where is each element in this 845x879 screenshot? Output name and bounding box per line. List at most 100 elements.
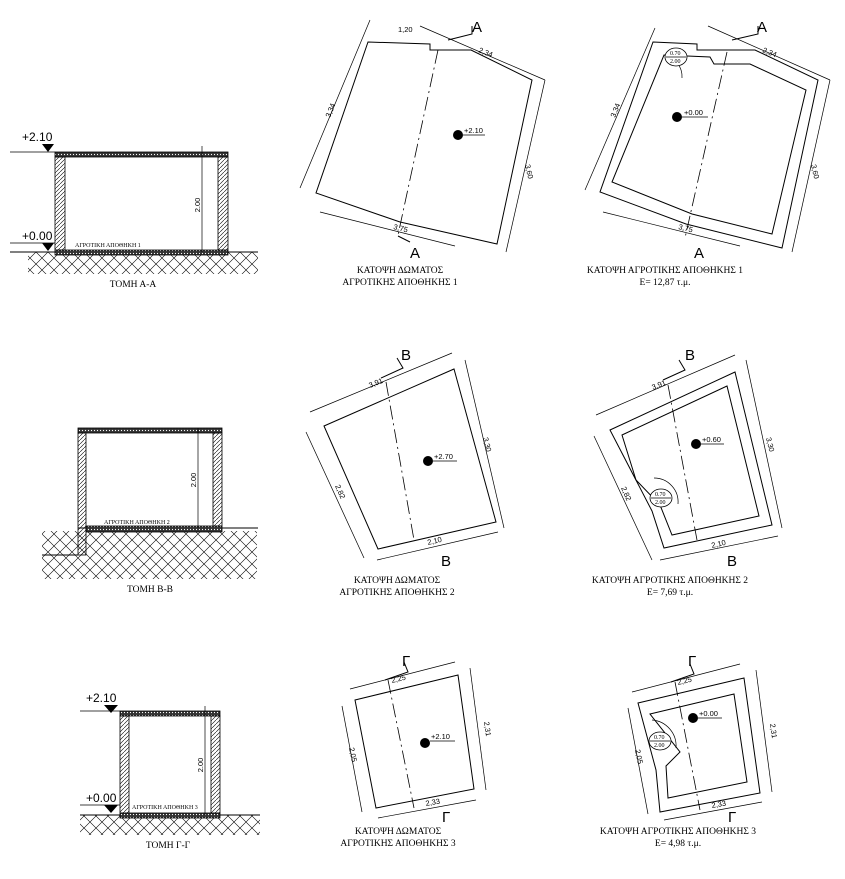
dimension-label: 3,60 xyxy=(523,163,535,179)
area-label: Ε= 4,98 τ.μ. xyxy=(655,839,701,849)
section-cut-line xyxy=(667,384,698,541)
roof-plan-3: Γ Γ 2,25 2,31 2,05 2,33 +2.10 ΚΑΤΟΨΗ ΔΩΜ… xyxy=(340,653,493,849)
floor-plan-3: Γ Γ 2,25 2,31 2,05 2,33 0.70 2.00 +0.00 … xyxy=(600,653,779,849)
dimension-label: 2,33 xyxy=(425,797,441,808)
level-label: +0.00 xyxy=(699,709,718,718)
door-swing xyxy=(653,477,679,505)
dimension-line xyxy=(791,79,831,253)
section-letter-top: Α xyxy=(757,19,767,36)
section-cut-line xyxy=(684,51,728,239)
section-cut-line xyxy=(387,679,415,809)
dimension-line xyxy=(659,535,779,561)
level-marker-icon xyxy=(423,456,433,466)
dimension-line xyxy=(469,667,487,791)
dimension-label: 2,05 xyxy=(633,749,645,765)
section-letter-bottom: Γ xyxy=(442,809,450,826)
dimension-label: 3,75 xyxy=(393,222,409,234)
dimension-label: 2,25 xyxy=(676,675,692,687)
door-height: 2.00 xyxy=(655,500,666,506)
dimension-line xyxy=(755,669,773,793)
roof-outline xyxy=(354,674,475,809)
dimension-line xyxy=(376,531,499,561)
section-arrow xyxy=(731,26,759,41)
level-marker-icon xyxy=(691,439,701,449)
door-width: 0.70 xyxy=(654,735,665,741)
dimension-line xyxy=(707,25,831,81)
right-wall xyxy=(210,715,221,814)
plan-caption-line1: ΚΑΤΟΨΗ ΑΓΡΟΤΙΚΗΣ ΑΠΟΘΗΚΗΣ 2 xyxy=(592,576,748,586)
plan-caption-line2: ΑΓΡΟΤΙΚΗΣ ΑΠΟΘΗΚΗΣ 2 xyxy=(339,588,454,598)
level-marker-icon xyxy=(672,112,682,122)
dimension-label: 2,33 xyxy=(711,799,727,810)
level-marker-icon xyxy=(104,705,118,713)
roof-outline xyxy=(315,41,533,245)
section-letter-bottom: Α xyxy=(694,245,704,262)
dimension-label: 2,10 xyxy=(426,535,442,547)
level-marker-icon xyxy=(420,738,430,748)
plan-caption-line1: ΚΑΤΟΨΗ ΔΩΜΑΤΟΣ xyxy=(357,266,444,276)
bottom-level-label: +0.00 xyxy=(86,791,117,805)
dimension-label: 3,30 xyxy=(481,436,493,452)
dimension-line xyxy=(349,661,456,690)
dimension-label: 2,10 xyxy=(710,538,726,550)
dimension-line xyxy=(593,435,653,561)
section-arrow xyxy=(397,235,411,243)
level-marker-icon xyxy=(42,243,54,251)
height-dimension: 2.00 xyxy=(196,758,205,773)
dimension-line xyxy=(602,211,741,247)
inner-wall xyxy=(621,385,760,536)
dimension-label: 3,34 xyxy=(324,102,338,119)
floor-slab xyxy=(119,812,221,819)
dimension-line xyxy=(377,799,477,819)
height-dimension: 2.00 xyxy=(193,198,202,213)
section-arrow xyxy=(384,661,409,681)
outer-wall xyxy=(599,41,819,249)
dimension-line xyxy=(309,352,453,413)
section-a-a: 2.00 ΑΓΡΟΤΙΚΗ ΑΠΟΘΗΚΗ 1 +2.10 +0.00 ΤΟΜΗ… xyxy=(10,130,258,290)
area-label: Ε= 12,87 τ.μ. xyxy=(640,278,691,288)
plan-caption-line1: ΚΑΤΟΨΗ ΑΓΡΟΤΙΚΗΣ ΑΠΟΘΗΚΗΣ 1 xyxy=(587,266,743,276)
outer-wall xyxy=(609,371,773,549)
roof-outline xyxy=(323,368,497,550)
room-label: ΑΓΡΟΤΙΚΗ ΑΠΟΘΗΚΗ 2 xyxy=(104,520,170,526)
section-letter-top: Β xyxy=(685,347,695,364)
dimension-line xyxy=(464,359,505,529)
dimension-line xyxy=(631,663,741,693)
inner-wall xyxy=(611,54,807,235)
plan-caption-line1: ΚΑΤΟΨΗ ΔΩΜΑΤΟΣ xyxy=(355,827,442,837)
dimension-label: 2,31 xyxy=(768,723,779,739)
dimension-line xyxy=(745,359,783,529)
section-caption: ΤΟΜΗ Α-Α xyxy=(110,280,157,290)
dimension-label: 3,30 xyxy=(764,436,776,452)
dimension-label: 3,91 xyxy=(367,376,384,390)
level-label: +2.10 xyxy=(431,732,450,741)
area-label: Ε= 7,69 τ.μ. xyxy=(647,588,693,598)
dimension-label: 2,05 xyxy=(347,747,359,763)
room-label: ΑΓΡΟΤΙΚΗ ΑΠΟΘΗΚΗ 1 xyxy=(75,243,141,249)
door-swing xyxy=(651,719,677,749)
section-letter-bottom: Β xyxy=(727,553,737,570)
door-height: 2.00 xyxy=(670,59,681,65)
roof-slab xyxy=(119,710,221,717)
level-label: +2.10 xyxy=(464,126,483,135)
section-letter-bottom: Α xyxy=(410,245,420,262)
left-wall xyxy=(54,156,66,251)
room-label: ΑΓΡΟΤΙΚΗ ΑΠΟΘΗΚΗ 3 xyxy=(132,805,198,811)
section-cut-line xyxy=(385,381,415,541)
roof-plan-1: Α Α 1,20 2,34 3,34 3,60 3,75 +2.10 ΚΑΤΟΨ… xyxy=(299,19,546,288)
bottom-level-label: +0.00 xyxy=(22,229,53,243)
right-wall xyxy=(212,432,223,527)
dimension-label: 2,34 xyxy=(761,46,778,60)
floor-slab xyxy=(85,525,223,533)
section-letter-bottom: Β xyxy=(441,553,451,570)
inner-wall xyxy=(649,693,748,799)
section-letter-top: Γ xyxy=(402,653,410,670)
plan-caption-line2: ΑΓΡΟΤΙΚΗΣ ΑΠΟΘΗΚΗΣ 3 xyxy=(340,839,455,849)
dimension-label: 2,31 xyxy=(482,721,493,737)
dimension-label: 3,34 xyxy=(609,102,623,119)
roof-slab xyxy=(77,427,223,434)
dimension-label: 3,75 xyxy=(678,222,694,234)
level-marker-icon xyxy=(688,713,698,723)
floor-slab xyxy=(54,249,229,256)
section-cut-line xyxy=(674,681,701,811)
